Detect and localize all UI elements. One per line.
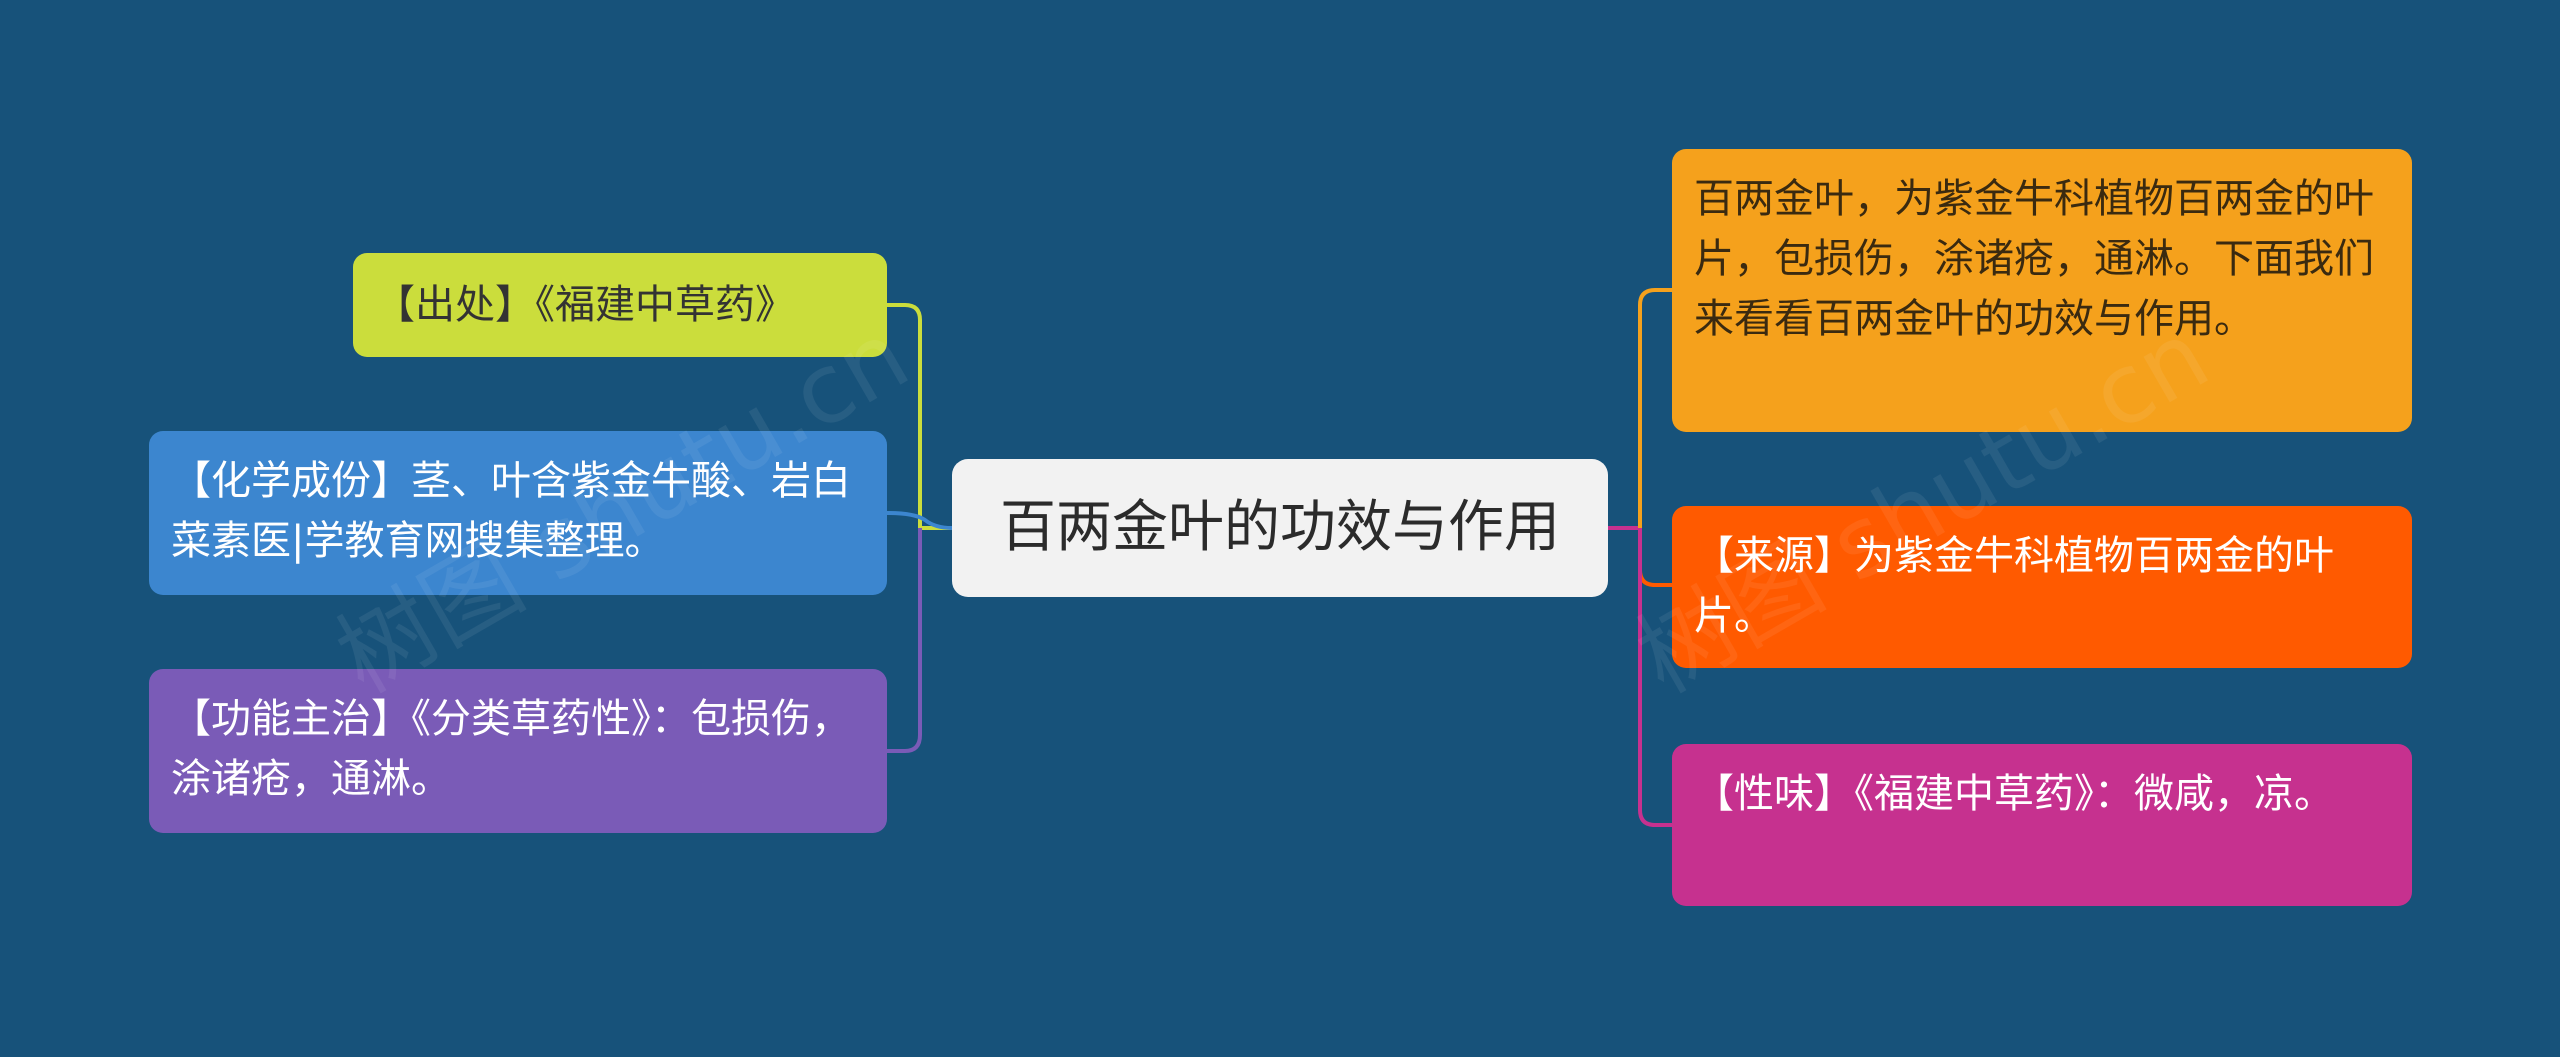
node-introduction[interactable]: 百两金叶，为紫金牛科植物百两金的叶片，包损伤，涂诸疮，通淋。下面我们来看看百两金… [1672, 149, 2412, 432]
node-source[interactable]: 【出处】《福建中草药》 [353, 253, 887, 357]
connector-to-source [887, 303, 922, 528]
node-chemical-composition[interactable]: 【化学成份】茎、叶含紫金牛酸、岩白菜素医|学教育网搜集整理。 [149, 431, 887, 595]
node-origin[interactable]: 【来源】为紫金牛科植物百两金的叶片。 [1672, 506, 2412, 668]
center-node[interactable]: 百两金叶的功效与作用 [952, 459, 1608, 597]
connector-to-origin [1638, 528, 1672, 587]
connector-to-func [887, 528, 922, 753]
node-function-indication[interactable]: 【功能主治】《分类草药性》：包损伤，涂诸疮，通淋。 [149, 669, 887, 833]
connector-to-nature [1638, 528, 1672, 827]
node-nature-taste[interactable]: 【性味】《福建中草药》：微咸，凉。 [1672, 744, 2412, 906]
connector-to-chem [886, 511, 953, 530]
connector-to-intro [1638, 288, 1672, 528]
